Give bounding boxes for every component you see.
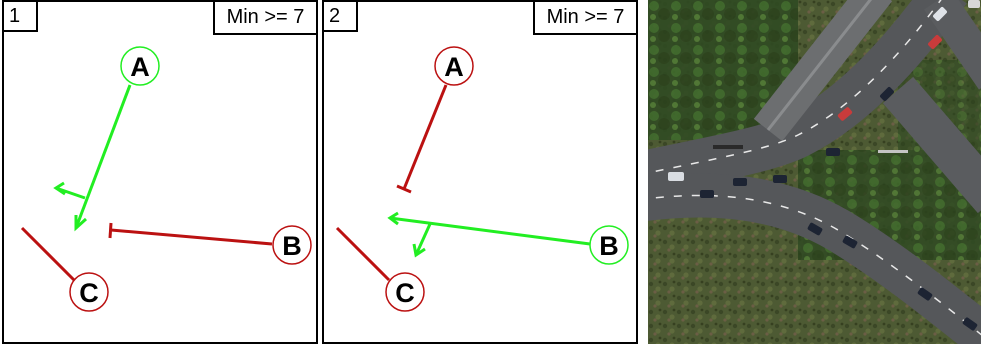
arm-a-line [402, 84, 448, 190]
node-a: A [434, 46, 474, 86]
aerial-road-junction-photo [648, 0, 981, 344]
arm-a-stop [396, 184, 412, 194]
arrow-a-straight [74, 215, 88, 232]
node-c-label: C [395, 278, 415, 308]
node-b: B [589, 225, 629, 265]
node-a-label: A [130, 52, 150, 82]
arm-b-branch [414, 223, 432, 256]
node-b-label: B [599, 231, 619, 261]
panel-rule-label: Min >= 7 [533, 2, 636, 35]
turn-restriction-panel-1: A B C 1 Min >= 7 [2, 0, 318, 344]
arrow-b-right [412, 243, 426, 258]
turn-diagram-1: A B C [20, 46, 312, 312]
node-b: B [272, 225, 312, 265]
panel-number: 2 [324, 2, 358, 32]
node-b-label: B [282, 231, 302, 261]
panel-number: 1 [4, 2, 38, 32]
arrow-b-straight [387, 211, 399, 226]
arm-b-line [389, 216, 591, 246]
turn-diagram-2: A B C [335, 46, 629, 312]
arm-c-line [20, 226, 76, 282]
arm-b-stop [108, 222, 113, 239]
panel-rule-label: Min >= 7 [213, 2, 316, 35]
arrow-a-left [53, 181, 66, 196]
node-a: A [120, 46, 160, 86]
arm-a-line [74, 84, 132, 229]
node-c: C [69, 272, 109, 312]
arm-c-line [335, 226, 391, 282]
node-c-label: C [79, 278, 99, 308]
node-c: C [385, 272, 425, 312]
arm-b-line [110, 228, 273, 246]
node-a-label: A [444, 52, 464, 82]
turn-restriction-panel-2: A B C 2 Min >= 7 [322, 0, 638, 344]
